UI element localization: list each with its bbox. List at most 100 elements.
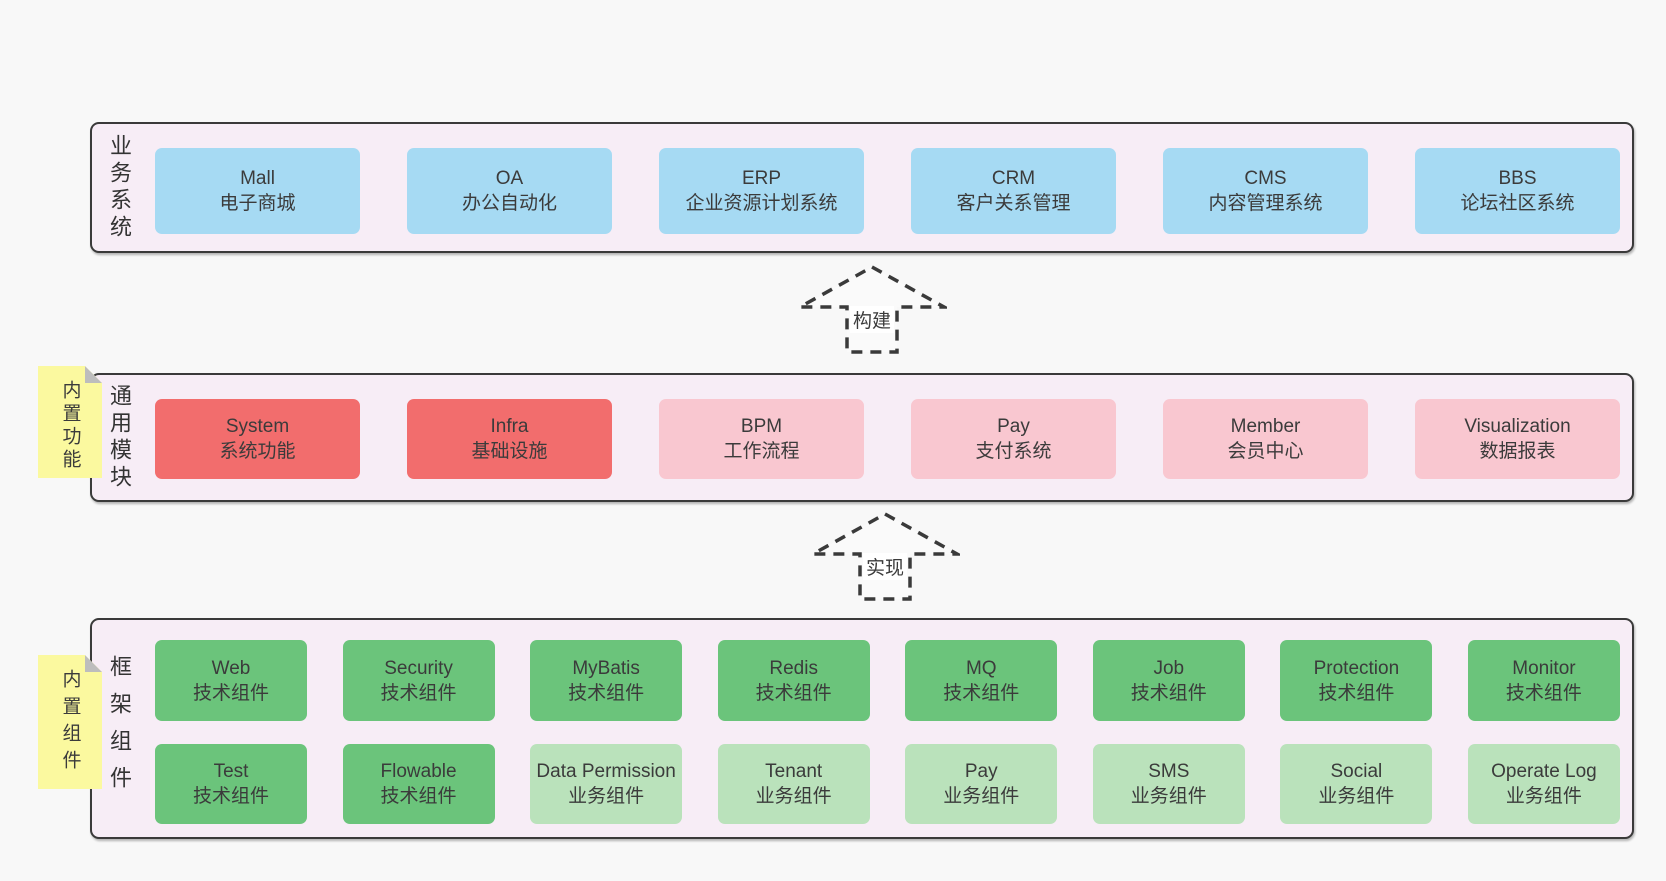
box-title: Monitor [1512, 657, 1576, 679]
box-title: OA [495, 168, 524, 189]
folded-corner-icon [85, 366, 102, 383]
box-infra: Infra 基础设施 [407, 399, 612, 479]
box-title: Tenant [765, 761, 823, 782]
box-job: Job 技术组件 [1092, 640, 1245, 721]
box-subtitle: 技术组件 [192, 786, 269, 807]
box-cms: CMS 内容管理系统 [1163, 148, 1368, 234]
box-subtitle: 技术组件 [1505, 682, 1582, 704]
box-title: SMS [1148, 761, 1190, 782]
box-title: Redis [769, 657, 818, 679]
box-sms: SMS 业务组件 [1092, 744, 1245, 824]
box-web: Web 技术组件 [155, 640, 307, 721]
box-mybatis: MyBatis 技术组件 [530, 640, 683, 721]
box-title: CRM [991, 168, 1036, 189]
box-pay: Pay 支付系统 [911, 399, 1116, 479]
box-test: Test 技术组件 [155, 744, 307, 824]
box-subtitle: 业务组件 [1318, 786, 1395, 807]
box-title: Member [1230, 416, 1301, 437]
box-subtitle: 办公自动化 [461, 193, 557, 214]
box-title: Test [213, 761, 249, 782]
box-social: Social 业务组件 [1280, 744, 1433, 824]
box-subtitle: 系统功能 [219, 441, 296, 462]
box-security: Security 技术组件 [342, 640, 495, 721]
box-pay: Pay 业务组件 [905, 744, 1058, 824]
box-subtitle: 工作流程 [723, 441, 800, 462]
common-modules-layer: 通用模块 System 系统功能 Infra 基础设施 BPM 工作流程 Pay 支付系统 Me… [90, 373, 1634, 502]
box-subtitle: 技术组件 [943, 682, 1020, 704]
modules-box-row: System 系统功能 Infra 基础设施 BPM 工作流程 Pay 支付系统 Member 会… [155, 399, 1620, 479]
box-title: MQ [965, 657, 997, 679]
box-subtitle: 技术组件 [568, 682, 645, 704]
box-title: BPM [740, 416, 783, 437]
box-title: Infra [490, 416, 529, 437]
box-mq: MQ 技术组件 [905, 640, 1058, 721]
box-title: Data Permission [536, 761, 676, 782]
box-subtitle: 技术组件 [1130, 682, 1207, 704]
box-member: Member 会员中心 [1163, 399, 1368, 479]
box-monitor: Monitor 技术组件 [1467, 640, 1620, 721]
box-title: Operate Log [1491, 761, 1597, 782]
builtin-features-label: 内置功能 [59, 380, 81, 472]
box-visualization: Visualization 数据报表 [1415, 399, 1620, 479]
box-subtitle: 客户关系管理 [956, 193, 1071, 214]
box-title: Visualization [1464, 416, 1571, 437]
box-title: Protection [1313, 657, 1400, 679]
box-subtitle: 基础设施 [471, 441, 548, 462]
box-subtitle: 技术组件 [755, 682, 832, 704]
folded-corner-icon [85, 655, 102, 672]
implement-arrow-label: 实现 [862, 553, 908, 580]
box-system: System 系统功能 [155, 399, 360, 479]
box-erp: ERP 企业资源计划系统 [659, 148, 864, 234]
box-mall: Mall 电子商城 [155, 148, 360, 234]
build-arrow-label: 构建 [849, 306, 895, 333]
box-title: Pay [964, 761, 998, 782]
box-title: Job [1153, 657, 1185, 679]
implement-arrow: 实现 [806, 511, 964, 603]
box-title: MyBatis [572, 657, 640, 679]
business-systems-layer: 业务系统 Mall 电子商城 OA 办公自动化 ERP 企业资源计划系统 CRM 客户关系管理… [90, 122, 1634, 253]
box-subtitle: 业务组件 [1130, 786, 1207, 807]
box-subtitle: 论坛社区系统 [1460, 193, 1575, 214]
builtin-components-label: 内置组件 [59, 669, 81, 777]
box-title: Mall [240, 168, 275, 189]
business-layer-label: 业务系统 [107, 133, 132, 242]
components-layer-label: 框架组件 [107, 654, 132, 803]
builtin-components-sticky-note: 内置组件 [38, 655, 102, 789]
box-subtitle: 业务组件 [1505, 786, 1582, 807]
box-subtitle: 数据报表 [1479, 441, 1556, 462]
box-subtitle: 业务组件 [943, 786, 1020, 807]
box-title: CMS [1244, 168, 1287, 189]
box-title: Web [211, 657, 251, 679]
box-redis: Redis 技术组件 [717, 640, 870, 721]
box-subtitle: 技术组件 [192, 682, 269, 704]
box-subtitle: 企业资源计划系统 [685, 193, 838, 214]
modules-layer-label: 通用模块 [107, 383, 132, 492]
box-bbs: BBS 论坛社区系统 [1415, 148, 1620, 234]
box-bpm: BPM 工作流程 [659, 399, 864, 479]
box-oa: OA 办公自动化 [407, 148, 612, 234]
box-subtitle: 业务组件 [568, 786, 645, 807]
box-title: BBS [1498, 168, 1537, 189]
box-subtitle: 技术组件 [380, 786, 457, 807]
builtin-features-sticky-note: 内置功能 [38, 366, 102, 478]
box-tenant: Tenant 业务组件 [717, 744, 870, 824]
box-title: Security [384, 657, 453, 679]
box-subtitle: 支付系统 [975, 441, 1052, 462]
box-title: Social [1330, 761, 1383, 782]
box-subtitle: 会员中心 [1227, 441, 1304, 462]
business-box-row: Mall 电子商城 OA 办公自动化 ERP 企业资源计划系统 CRM 客户关系管理 CMS 内容… [155, 148, 1620, 234]
build-arrow: 构建 [793, 264, 951, 356]
box-subtitle: 电子商城 [219, 193, 296, 214]
box-title: Pay [997, 416, 1030, 437]
box-title: System [225, 416, 290, 437]
box-subtitle: 业务组件 [755, 786, 832, 807]
box-title: ERP [741, 168, 782, 189]
box-subtitle: 内容管理系统 [1208, 193, 1323, 214]
box-subtitle: 技术组件 [380, 682, 457, 704]
box-data-permission: Data Permission 业务组件 [530, 744, 683, 824]
